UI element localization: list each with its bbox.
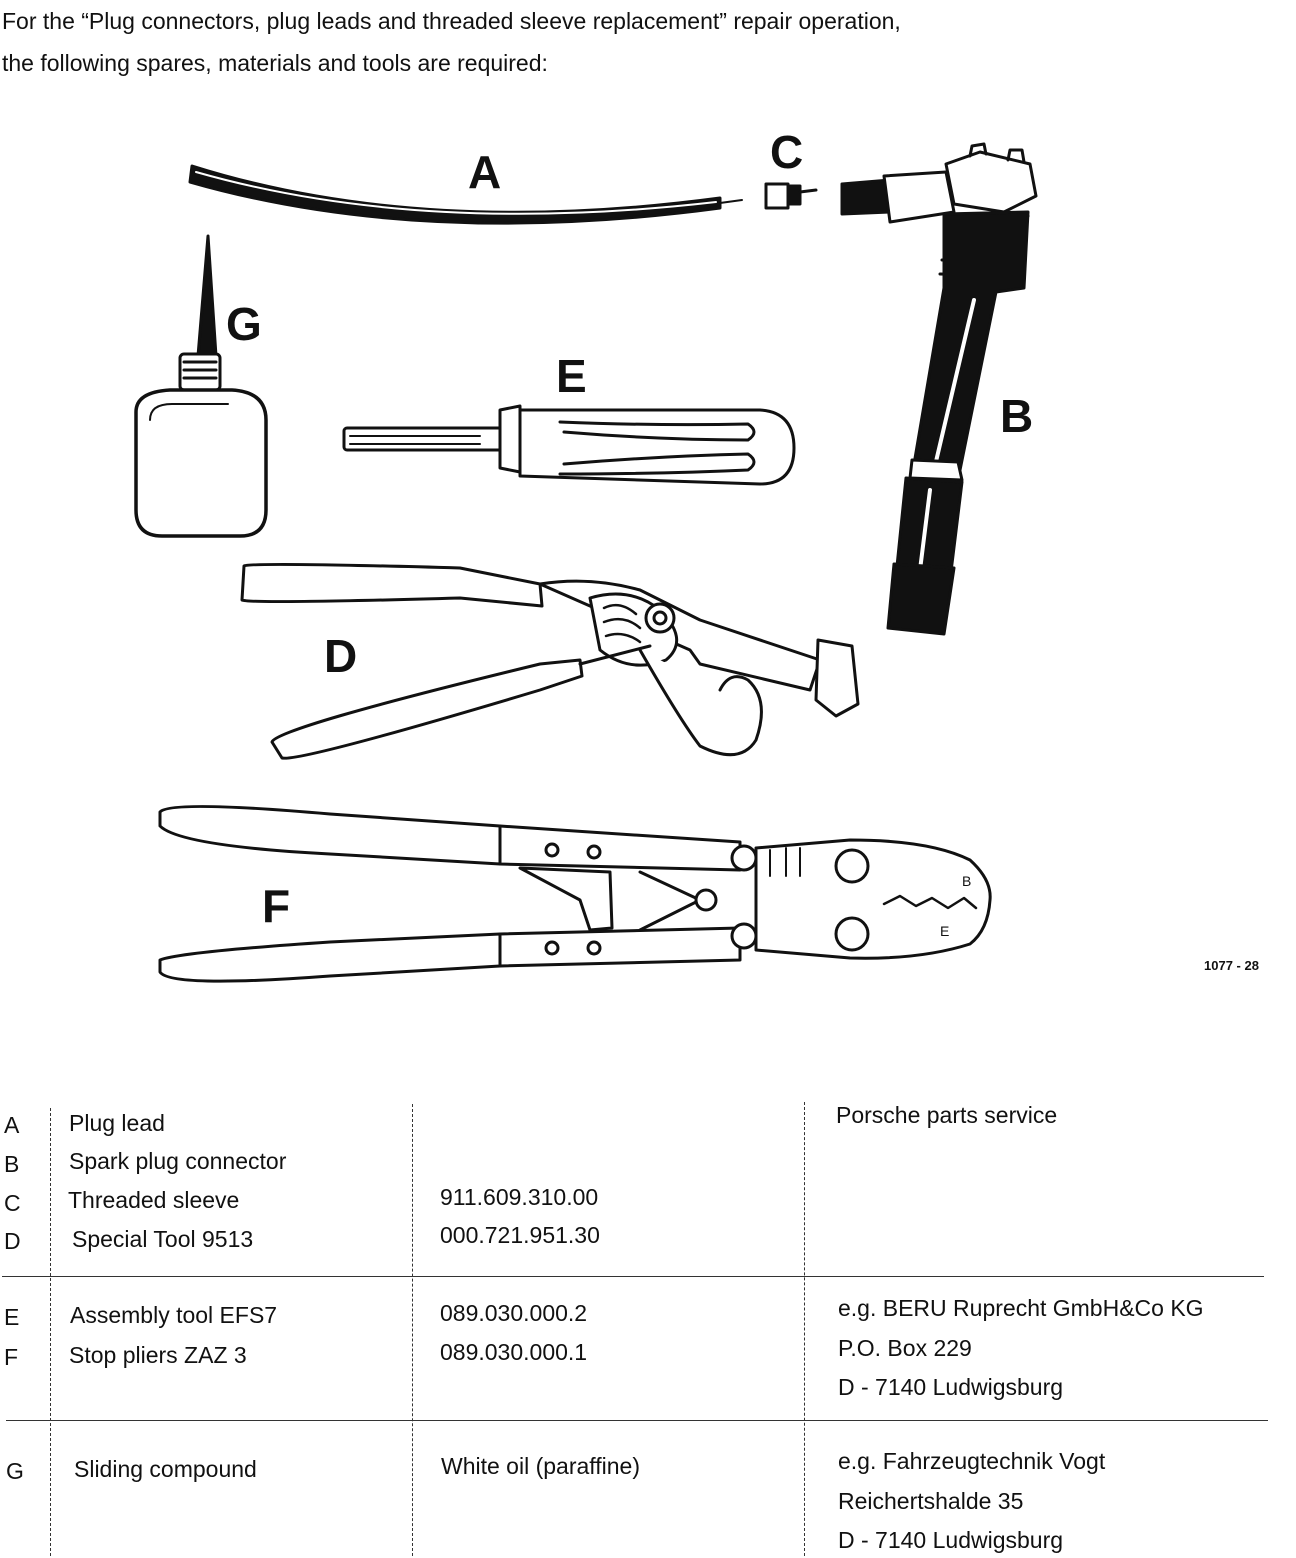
row-part-number: White oil (paraffine) [441,1453,640,1479]
row-key: E [4,1304,20,1330]
tools-illustration: A C B G E D F B E [134,126,1038,983]
row-name: Stop pliers ZAZ 3 [69,1342,247,1368]
row-name: Special Tool 9513 [72,1226,254,1252]
source-line: Reichertshalde 35 [838,1488,1024,1514]
callout-c: C [770,126,803,178]
oil-bottle-drawing [134,234,268,538]
table-rule-1 [2,1276,1264,1277]
row-name: Threaded sleeve [68,1187,240,1213]
row-key: F [4,1344,19,1370]
source-line: Porsche parts service [836,1102,1058,1128]
callout-d: D [324,630,357,682]
table-divider-name [412,1104,413,1556]
assembly-tool-drawing [342,404,796,486]
row-part-number: 089.030.000.1 [440,1339,588,1365]
row-key: G [6,1458,24,1484]
source-line: e.g. Fahrzeugtechnik Vogt [838,1448,1106,1474]
table-divider-part [804,1102,805,1556]
row-key: D [4,1228,21,1254]
crimp-marking-b: B [962,873,971,889]
stop-pliers-drawing [158,804,992,983]
callout-a: A [468,146,501,198]
callout-b: B [1000,390,1033,442]
intro-line-2: the following spares, materials and tool… [2,50,548,76]
row-key: A [4,1112,20,1138]
row-name: Plug lead [69,1110,165,1136]
source-line: e.g. BERU Ruprecht GmbH&Co KG [838,1295,1204,1321]
source-line: P.O. Box 229 [838,1335,972,1361]
row-key: B [4,1151,20,1177]
threaded-sleeve-drawing [764,182,818,210]
intro-text: For the “Plug connectors, plug leads and… [2,0,901,84]
row-part-number: 000.721.951.30 [440,1222,600,1248]
special-tool-drawing [240,562,860,760]
crimp-marking-e: E [940,923,949,939]
row-part-number: 911.609.310.00 [440,1184,599,1210]
row-name: Spark plug connector [69,1148,287,1174]
callout-g: G [226,298,262,350]
table-rule-2 [6,1420,1268,1421]
callout-f: F [262,880,290,932]
row-name: Assembly tool EFS7 [70,1302,278,1328]
source-line: D - 7140 Ludwigsburg [838,1527,1064,1553]
plug-lead-drawing [188,164,743,225]
intro-line-1: For the “Plug connectors, plug leads and… [2,8,901,34]
figure-code: 1077 - 28 [1204,958,1259,973]
table-divider-key [50,1108,51,1556]
row-key: C [4,1190,21,1216]
spark-plug-connector-drawing [840,142,1038,636]
row-part-number: 089.030.000.2 [440,1300,588,1326]
row-name: Sliding compound [74,1456,257,1482]
source-line: D - 7140 Ludwigsburg [838,1374,1064,1400]
callout-e: E [556,350,587,402]
